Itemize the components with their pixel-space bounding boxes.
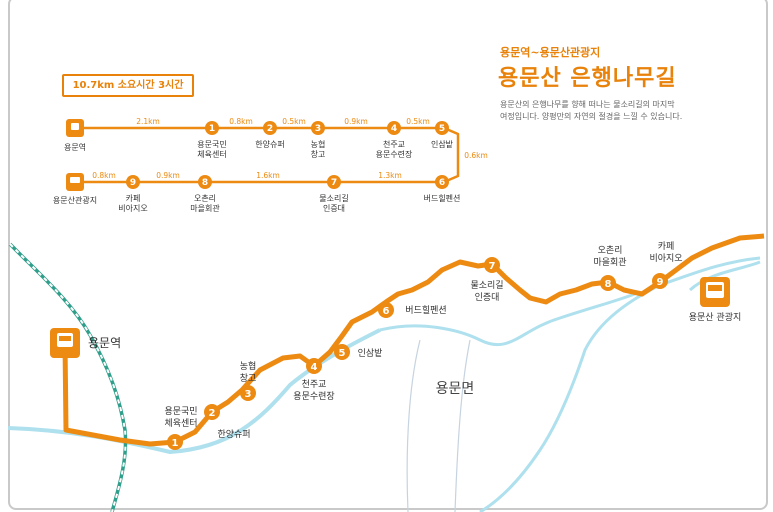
route-subtitle: 용문역~용문산관광지 [500,46,601,59]
stream [454,339,471,512]
svg-text:3: 3 [245,389,252,400]
map-start-label: 용문역 [88,336,121,350]
dist-label: 0.8km [229,117,253,126]
map-label: 한양슈퍼 [217,429,250,440]
station-label: 천주교 [383,139,405,149]
station-label: 버드힐펜션 [424,193,461,203]
area-label: 용문면 [436,381,475,397]
map-end-label: 용문산 관광지 [689,311,742,323]
svg-text:4: 4 [311,362,318,373]
dist-label: 0.5km [406,117,430,126]
river [479,256,761,512]
schematic-route [75,126,460,184]
svg-text:5: 5 [339,348,346,359]
svg-text:6: 6 [439,178,445,188]
map-stops: 1 2 3 4 5 6 7 8 9 [167,257,668,450]
station-label: 용문역 [64,142,86,152]
map-label: 체육센터 [164,418,197,429]
svg-text:3: 3 [315,124,321,134]
svg-text:6: 6 [383,306,390,317]
svg-text:7: 7 [331,178,337,188]
svg-text:8: 8 [605,279,612,290]
river [688,260,761,292]
station-label: 한양슈퍼 [255,140,284,149]
station-label: 용문국민 [197,139,226,149]
map-label: 버드힐펜션 [405,304,446,316]
map-label: 농협 [240,360,257,372]
dist-label: 0.8km [92,171,116,180]
station-label: 마을회관 [190,203,220,213]
map-label: 비아지오 [649,253,682,264]
railway [9,243,127,512]
svg-text:4: 4 [391,124,397,134]
svg-text:1: 1 [209,124,215,134]
station-label: 체육센터 [197,149,226,159]
station-label: 용문산관광지 [53,195,97,205]
dist-label: 0.5km [282,117,306,126]
map-label: 인삼밭 [358,348,383,359]
svg-text:9: 9 [657,277,664,288]
dist-label: 1.6km [256,171,280,180]
svg-text:7: 7 [489,261,496,272]
svg-text:8: 8 [202,178,208,188]
station-label: 농협 [311,139,326,149]
svg-text:9: 9 [130,178,136,188]
dist-label: 0.6km [464,151,488,160]
map-frame [8,0,768,510]
svg-text:2: 2 [267,124,273,134]
dist-label: 0.9km [344,117,368,126]
svg-text:2: 2 [209,408,216,419]
route-description: 용문산의 은행나무를 향해 떠나는 물소리길의 마지막 여정입니다. 양평만의 … [500,100,683,121]
schematic-stops: 1 2 3 4 5 6 7 8 9 [126,121,449,189]
map-label: 카페 [658,241,675,252]
station-label: 창고 [311,150,326,159]
svg-text:1: 1 [172,438,179,449]
map-route-line [62,233,765,447]
stream [406,339,421,512]
svg-text:5: 5 [439,124,445,134]
map-label: 천주교 [302,379,327,390]
station-label: 용문수련장 [376,149,413,159]
summary-badge: 10.7km 소요시간 3시간 [62,74,194,97]
station-label: 물소리길 [319,194,348,203]
station-label: 인증대 [323,203,345,213]
route-title: 용문산 은행나무길 [498,66,677,91]
station-label: 카페 [126,193,141,203]
dist-label: 2.1km [136,117,160,126]
map-label: 물소리길 [470,280,503,291]
dist-label: 1.3km [378,171,402,180]
station-label: 오촌리 [194,194,216,203]
map-label: 창고 [240,373,257,384]
map-label: 인증대 [475,292,500,303]
river [379,290,641,347]
map-label: 오촌리 [598,245,623,256]
station-label: 비아지오 [118,203,147,213]
map-label: 마을회관 [593,257,626,268]
map-label: 용문수련장 [293,391,334,402]
station-label: 인삼밭 [431,139,454,149]
map-label: 용문국민 [164,406,197,417]
dist-label: 0.9km [156,171,180,180]
